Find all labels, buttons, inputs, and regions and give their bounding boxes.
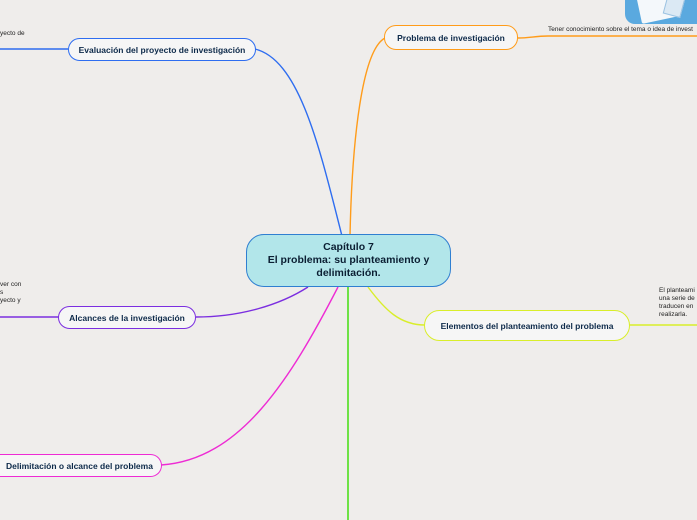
connector-problema (349, 37, 386, 237)
connector-evaluacion (254, 48, 343, 237)
topic-evaluacion[interactable]: Evaluación del proyecto de investigación (68, 38, 256, 61)
note-alcances-line: yecto y (0, 297, 21, 304)
central-topic-line-2: El problema: su planteamiento y (267, 254, 430, 266)
document-thumbnail-image (625, 0, 697, 24)
note-evaluacion-line: yecto de (0, 30, 25, 37)
topic-alcances-label: Alcances de la investigación (69, 312, 185, 323)
central-topic-line-3: delimitación. (316, 267, 381, 279)
topic-problema-label: Problema de investigación (397, 32, 505, 43)
note-evaluacion: yecto de (0, 30, 25, 38)
note-elementos-line: El planteami (659, 287, 695, 294)
connector-alcances (195, 286, 309, 318)
note-elementos-line: una serie de (659, 295, 695, 302)
connector-elementos (367, 286, 426, 326)
note-elementos-line: realizarla. (659, 311, 688, 318)
note-alcances-line: ver con (0, 281, 22, 288)
topic-delimitacion-label: Delimitación o alcance del problema (6, 460, 153, 471)
note-elementos-line: traducen en (659, 303, 694, 310)
topic-evaluacion-label: Evaluación del proyecto de investigación (78, 44, 246, 55)
topic-elementos[interactable]: Elementos del planteamiento del problema (424, 310, 630, 341)
central-topic-line-1: Capítulo 7 (323, 241, 374, 253)
central-topic[interactable]: Capítulo 7 El problema: su planteamiento… (246, 234, 451, 287)
note-problema: Tener conocimiento sobre el tema o idea … (548, 26, 693, 34)
connector-problema-note (517, 35, 697, 39)
topic-alcances[interactable]: Alcances de la investigación (58, 306, 196, 329)
note-alcances-line: s (0, 289, 4, 296)
connector-delimitacion (160, 286, 339, 466)
note-elementos: El planteami una serie de traducen en re… (659, 287, 695, 319)
note-problema-line: Tener conocimiento sobre el tema o idea … (548, 26, 693, 33)
topic-elementos-label: Elementos del planteamiento del problema (440, 320, 614, 331)
topic-delimitacion[interactable]: Delimitación o alcance del problema (0, 454, 162, 477)
note-alcances: ver con s yecto y (0, 281, 21, 305)
topic-problema[interactable]: Problema de investigación (384, 25, 518, 50)
